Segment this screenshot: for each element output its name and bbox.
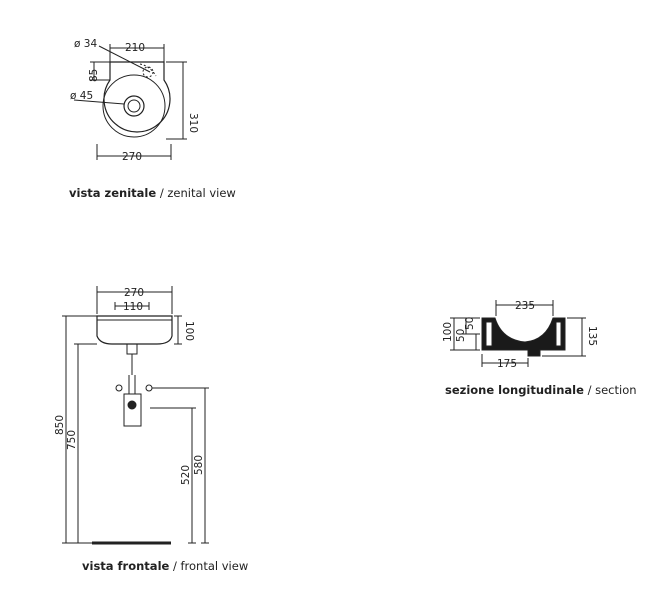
siphon-bottle: [127, 400, 137, 410]
siphon: [123, 393, 142, 427]
tap-hole: [142, 66, 154, 78]
drain-pipe: [126, 343, 138, 355]
zenital-view: [73, 44, 187, 160]
wall-valve-right: [145, 384, 153, 392]
zenital-dim-210: 210: [125, 42, 145, 54]
frontal-dim-520: 520: [180, 465, 192, 485]
section-view: [450, 300, 586, 367]
section-dim-175: 175: [497, 358, 517, 370]
frontal-caption-rest: / frontal view: [169, 559, 249, 573]
zenital-inner-rim: [102, 74, 166, 138]
zenital-dim-310: 310: [187, 113, 199, 133]
frontal-dim-580: 580: [193, 455, 205, 475]
section-dim-235: 235: [515, 300, 535, 312]
section-dim-135: 135: [586, 326, 598, 346]
section-caption-rest: / section: [583, 383, 637, 397]
drain-inner: [127, 99, 141, 113]
section-dim-100: 100: [442, 322, 454, 342]
section-caption-bold: sezione longitudinale: [445, 383, 584, 397]
zenital-caption-rest: / zenital view: [156, 186, 236, 200]
zenital-dim-d45: ø 45: [70, 90, 93, 102]
wall-valve-left: [115, 384, 123, 392]
drain-hole: [123, 95, 145, 117]
frontal-view: [62, 286, 209, 545]
zenital-dim-270: 270: [122, 151, 142, 163]
section-dim-50a: 50: [455, 329, 467, 342]
frontal-dim-270: 270: [124, 287, 144, 299]
section-caption: sezione longitudinale / section: [445, 383, 637, 397]
frontal-dim-750: 750: [66, 430, 78, 450]
frontal-basin-outline: [96, 315, 173, 345]
frontal-dim-850: 850: [54, 415, 66, 435]
section-basin-shape: [481, 317, 566, 357]
zenital-caption-bold: vista zenitale: [69, 186, 157, 200]
section-dim-50b: 50: [464, 317, 476, 330]
zenital-dim-d34: ø 34: [74, 38, 97, 50]
frontal-caption-bold: vista frontale: [82, 559, 170, 573]
zenital-caption: vista zenitale / zenital view: [69, 186, 236, 200]
frontal-caption: vista frontale / frontal view: [82, 559, 248, 573]
frontal-dim-100: 100: [183, 321, 195, 341]
frontal-dim-110: 110: [123, 301, 143, 313]
zenital-dim-85: 85: [88, 69, 100, 82]
